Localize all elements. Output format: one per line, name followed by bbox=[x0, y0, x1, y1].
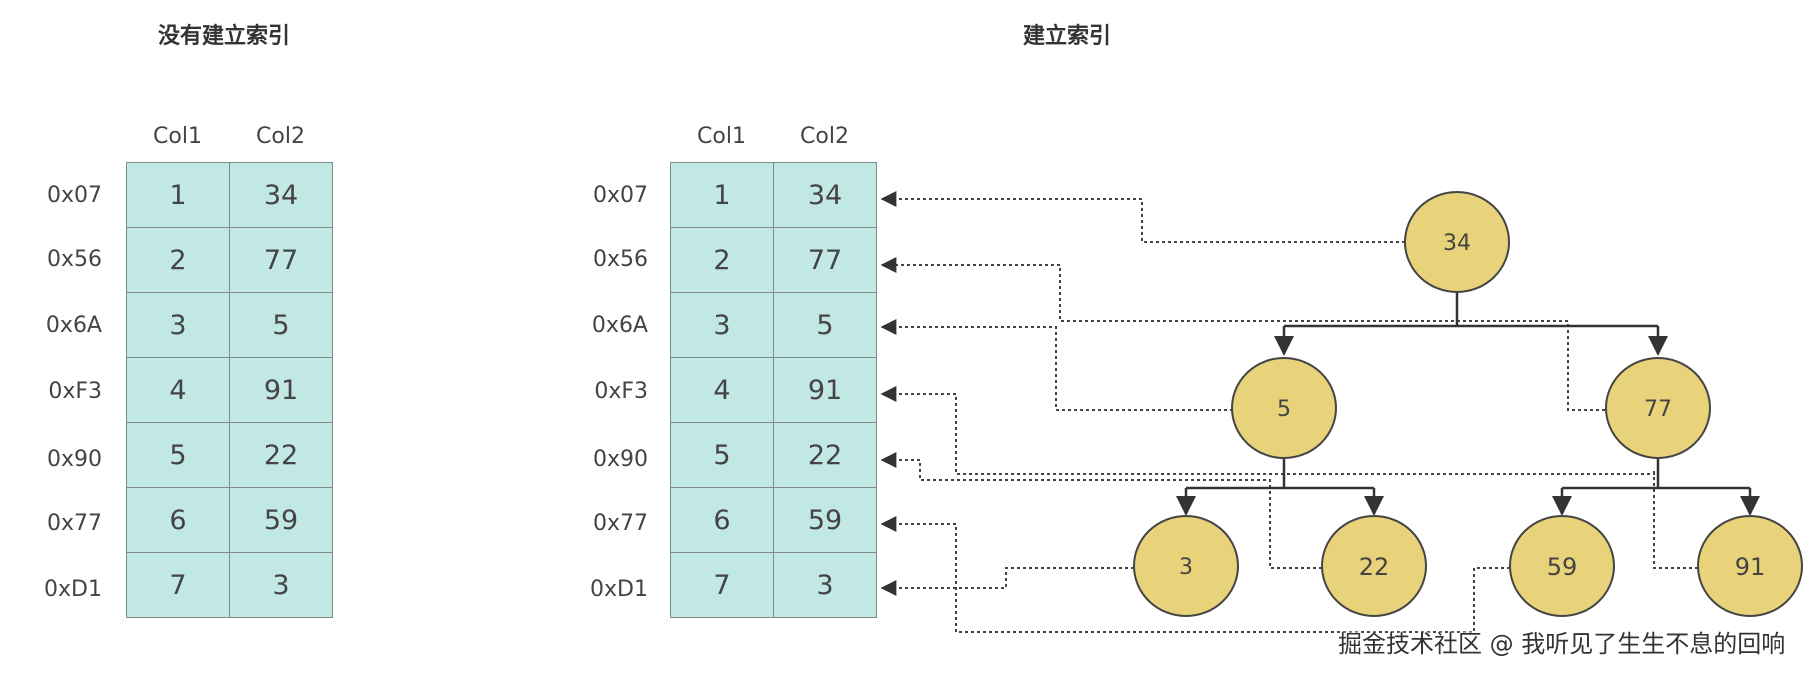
pointer-3-row7 bbox=[880, 567, 1134, 596]
node-leaf-1: 3 bbox=[1133, 515, 1239, 617]
right-addr-label: 0x6A bbox=[591, 313, 648, 338]
pointer-77-row2 bbox=[880, 257, 1605, 411]
node-level1-left: 5 bbox=[1231, 357, 1337, 459]
left-col2-header: Col2 bbox=[256, 124, 305, 149]
cell-col2: 5 bbox=[229, 292, 333, 358]
left-addr-label: 0x6A bbox=[45, 313, 102, 338]
node-label: 59 bbox=[1547, 553, 1578, 581]
left-addr-label: 0xD1 bbox=[44, 577, 102, 602]
cell-col2: 91 bbox=[229, 357, 333, 423]
pointer-91-row4 bbox=[880, 386, 1698, 569]
node-label: 91 bbox=[1735, 553, 1766, 581]
node-leaf-2: 22 bbox=[1321, 515, 1427, 617]
cell-col1: 7 bbox=[126, 552, 230, 618]
cell-col1: 3 bbox=[126, 292, 230, 358]
cell-col1: 2 bbox=[126, 227, 230, 293]
left-addr-label: 0x56 bbox=[46, 247, 102, 272]
node-root-label: 34 bbox=[1443, 231, 1471, 256]
left-addr-label: 0x07 bbox=[46, 183, 102, 208]
cell-col1: 6 bbox=[670, 487, 774, 553]
cell-col2: 77 bbox=[229, 227, 333, 293]
cell-col2: 34 bbox=[229, 162, 333, 228]
cell-col1: 5 bbox=[670, 422, 774, 488]
node-label: 3 bbox=[1179, 555, 1193, 580]
right-addr-label: 0x90 bbox=[592, 447, 648, 472]
left-addr-label: 0x77 bbox=[46, 511, 102, 536]
row-pointer-lines bbox=[880, 191, 1698, 633]
cell-col2: 22 bbox=[229, 422, 333, 488]
cell-col2: 22 bbox=[773, 422, 877, 488]
watermark: 掘金技术社区 @ 我听见了生生不息的回响 bbox=[1338, 630, 1786, 658]
cell-col2: 5 bbox=[773, 292, 877, 358]
index-title: 建立索引 bbox=[1023, 24, 1112, 49]
cell-col1: 5 bbox=[126, 422, 230, 488]
cell-col2: 3 bbox=[773, 552, 877, 618]
right-addr-label: 0x07 bbox=[592, 183, 648, 208]
cell-col2: 91 bbox=[773, 357, 877, 423]
cell-col2: 59 bbox=[229, 487, 333, 553]
tree-nodes: 34 5 77 3 22 59 91 bbox=[1133, 191, 1803, 617]
cell-col1: 3 bbox=[670, 292, 774, 358]
cell-col2: 3 bbox=[229, 552, 333, 618]
pointer-59-row6 bbox=[880, 516, 1510, 633]
cell-col2: 77 bbox=[773, 227, 877, 293]
cell-col1: 4 bbox=[126, 357, 230, 423]
node-root: 34 bbox=[1404, 191, 1510, 293]
no-index-title: 没有建立索引 bbox=[158, 24, 291, 49]
node-leaf-4: 91 bbox=[1697, 515, 1803, 617]
node-level1-right: 77 bbox=[1605, 357, 1711, 459]
left-addr-label: 0x90 bbox=[46, 447, 102, 472]
right-col1-header: Col1 bbox=[697, 124, 746, 149]
left-col1-header: Col1 bbox=[153, 124, 202, 149]
node-label: 22 bbox=[1359, 553, 1390, 581]
right-addr-label: 0xD1 bbox=[590, 577, 648, 602]
right-col2-header: Col2 bbox=[800, 124, 849, 149]
right-addr-label: 0x77 bbox=[592, 511, 648, 536]
tree-edges bbox=[1176, 292, 1760, 516]
right-addr-label: 0x56 bbox=[592, 247, 648, 272]
left-addr-label: 0xF3 bbox=[48, 379, 102, 404]
cell-col1: 2 bbox=[670, 227, 774, 293]
node-leaf-3: 59 bbox=[1509, 515, 1615, 617]
pointer-34-row1 bbox=[880, 191, 1405, 243]
cell-col1: 7 bbox=[670, 552, 774, 618]
cell-col2: 59 bbox=[773, 487, 877, 553]
cell-col1: 1 bbox=[670, 162, 774, 228]
cell-col1: 1 bbox=[126, 162, 230, 228]
node-label: 5 bbox=[1277, 397, 1291, 422]
cell-col2: 34 bbox=[773, 162, 877, 228]
node-label: 77 bbox=[1644, 397, 1672, 422]
pointer-22-row5 bbox=[880, 452, 1322, 569]
cell-col1: 6 bbox=[126, 487, 230, 553]
right-addr-label: 0xF3 bbox=[594, 379, 648, 404]
pointer-5-row3 bbox=[880, 319, 1233, 411]
